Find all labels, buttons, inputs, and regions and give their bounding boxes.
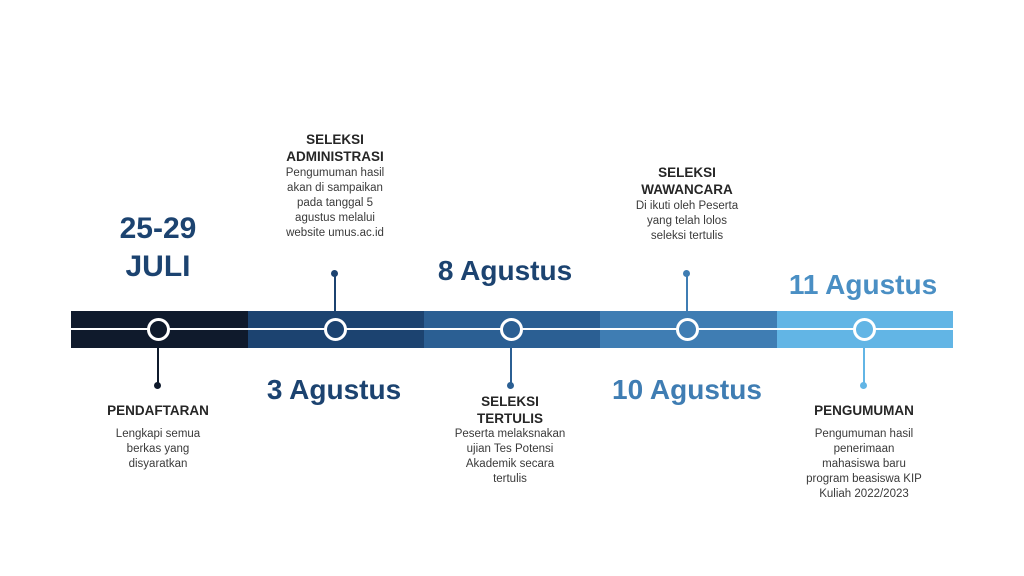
stage-2-title: SELEKSI ADMINISTRASI — [286, 132, 384, 164]
stage-1-date: 25-29 JULI — [119, 212, 197, 283]
stage-3-date: 8 Agustus — [437, 255, 573, 286]
connector-stem-1 — [157, 348, 159, 384]
connector-dot-5 — [860, 382, 867, 389]
connector-dot-1 — [154, 382, 161, 389]
stage-3-title: SELEKSI TERTULIS — [477, 394, 543, 426]
connector-dot-4 — [683, 270, 690, 277]
stage-1-title: PENDAFTARAN — [107, 403, 209, 418]
stage-2-desc: Pengumuman hasil akan di sampaikan pada … — [285, 167, 385, 239]
timeline-node-5 — [853, 318, 876, 341]
stage-4-date: 10 Agustus — [612, 374, 762, 405]
stage-5-title: PENGUMUMAN — [814, 403, 914, 418]
timeline-node-3 — [500, 318, 523, 341]
stage-5-date: 11 Agustus — [788, 269, 938, 300]
stage-3-desc: Peserta melaksnakan ujian Tes Potensi Ak… — [454, 428, 566, 485]
connector-stem-4 — [686, 276, 688, 311]
stage-4-desc: Di ikuti oleh Peserta yang telah lolos s… — [635, 200, 739, 242]
stage-2-date: 3 Agustus — [266, 374, 402, 405]
timeline-node-4 — [676, 318, 699, 341]
connector-stem-2 — [334, 276, 336, 311]
connector-dot-3 — [507, 382, 514, 389]
stage-5-desc: Pengumuman hasil penerimaan mahasiswa ba… — [806, 428, 922, 500]
connector-stem-5 — [863, 348, 865, 384]
connector-dot-2 — [331, 270, 338, 277]
stage-4-title: SELEKSI WAWANCARA — [641, 165, 733, 197]
connector-stem-3 — [510, 348, 512, 384]
stage-1-desc: Lengkapi semua berkas yang disyaratkan — [115, 428, 201, 470]
timeline-node-1 — [147, 318, 170, 341]
timeline-node-2 — [324, 318, 347, 341]
